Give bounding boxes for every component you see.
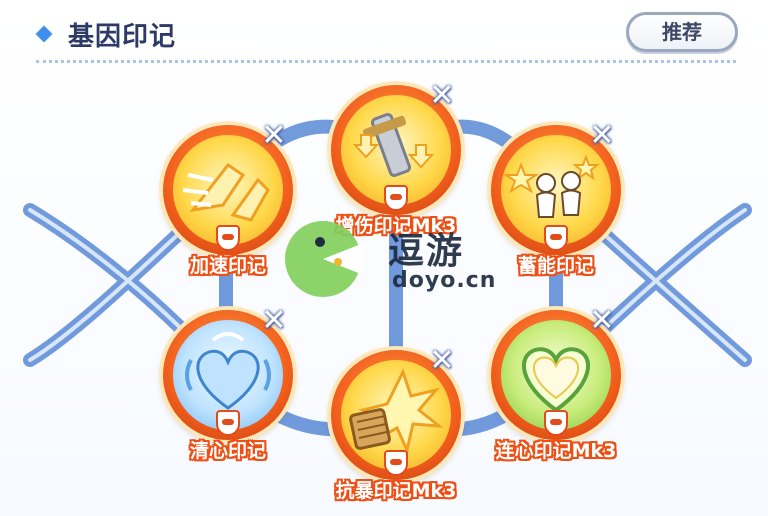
heart-icon xyxy=(185,332,271,410)
rank-badge-icon xyxy=(544,225,568,251)
slot-label: 蓄能印记 xyxy=(517,255,594,277)
rank-badge-icon xyxy=(216,410,240,436)
watermark-logo xyxy=(285,221,364,297)
recommend-button[interactable]: 推荐 xyxy=(626,12,738,52)
imprint-slot-damage[interactable]: ✕ 增伤印记Mk3 xyxy=(331,81,461,237)
figures-icon xyxy=(502,154,600,218)
remove-icon[interactable]: ✕ xyxy=(261,118,287,153)
slot-label: 连心印记Mk3 xyxy=(495,440,617,462)
watermark-domain: doyo.cn xyxy=(392,268,497,293)
remove-icon[interactable]: ✕ xyxy=(429,343,455,378)
remove-icon[interactable]: ✕ xyxy=(261,303,287,338)
imprint-slot-charge[interactable]: ✕ 蓄能印记 xyxy=(491,121,621,277)
burst-icon xyxy=(349,368,444,455)
slot-label: 清心印记 xyxy=(189,440,266,462)
sprint-icon xyxy=(182,162,270,222)
rank-badge-icon xyxy=(384,185,408,211)
remove-icon[interactable]: ✕ xyxy=(429,78,455,113)
rank-badge-icon xyxy=(384,450,408,476)
remove-icon[interactable]: ✕ xyxy=(589,118,615,153)
imprint-slot-resist[interactable]: ✕ 抗暴印记Mk3 xyxy=(331,346,461,502)
rank-badge-icon xyxy=(216,225,240,251)
remove-icon[interactable]: ✕ xyxy=(589,303,615,338)
header-divider xyxy=(36,60,736,63)
panel-header: 基因印记 推荐 xyxy=(0,0,768,63)
imprint-slot-calm[interactable]: ✕ 清心印记 xyxy=(163,306,293,462)
slot-label: 加速印记 xyxy=(189,255,266,277)
rank-badge-icon xyxy=(544,410,568,436)
imprint-slot-speed[interactable]: ✕ 加速印记 xyxy=(163,121,293,277)
panel-title: 基因印记 xyxy=(68,22,177,52)
green-heart-icon xyxy=(521,347,591,413)
slot-label: 增伤印记Mk3 xyxy=(335,215,457,237)
slot-label: 抗暴印记Mk3 xyxy=(335,480,457,502)
watermark-text: 逗游 xyxy=(388,231,465,272)
sword-icon xyxy=(352,113,435,177)
imprint-slot-link[interactable]: ✕ 连心印记Mk3 xyxy=(491,306,621,462)
